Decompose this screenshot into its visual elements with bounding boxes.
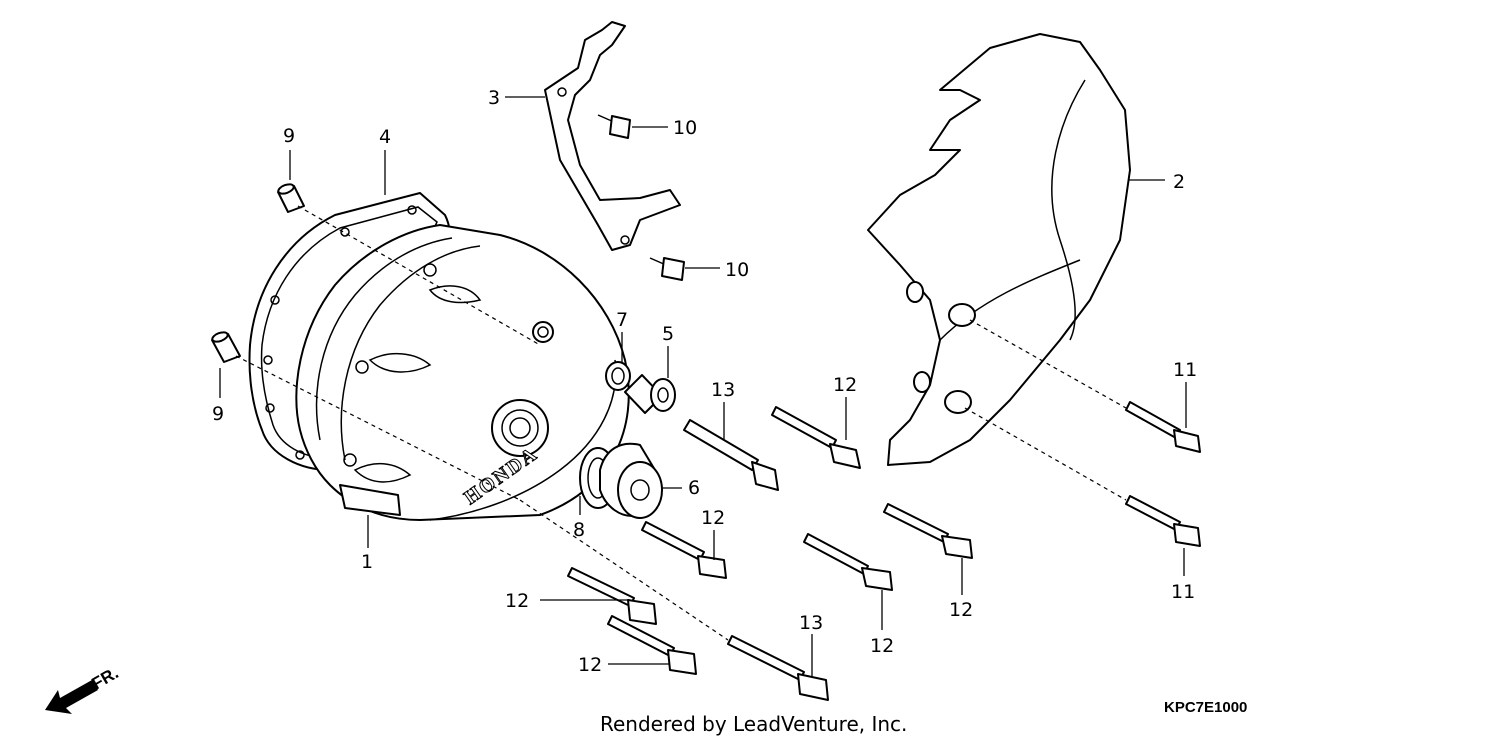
bolt-13-upper-part[interactable] <box>683 419 779 491</box>
callout-9-lower: 9 <box>212 403 224 425</box>
dowel-pin-lower-part[interactable] <box>211 331 241 363</box>
bolt-12-center-part[interactable] <box>803 533 893 591</box>
bolt-12-lower-left-part[interactable] <box>567 567 657 625</box>
bolt-12-row1-part[interactable] <box>771 406 861 469</box>
bolt-11-lower-part[interactable] <box>1125 495 1201 547</box>
callout-5: 5 <box>662 323 674 345</box>
bolt-12-mid-part[interactable] <box>641 521 727 579</box>
callout-10-lower: 10 <box>725 259 749 281</box>
front-direction-arrow: FR. <box>45 663 122 714</box>
plug-part[interactable] <box>624 374 676 414</box>
bracket-part[interactable] <box>544 21 681 251</box>
callout-10-upper: 10 <box>673 117 697 139</box>
callout-12-lower-left: 12 <box>505 590 529 612</box>
bolt-12-right-part[interactable] <box>883 503 973 559</box>
diagram-code: KPC7E1000 <box>1164 699 1247 716</box>
callout-6: 6 <box>688 477 700 499</box>
callout-11-upper: 11 <box>1173 359 1197 381</box>
cap-part[interactable] <box>599 442 663 519</box>
callout-2: 2 <box>1173 171 1185 193</box>
left-crankcase-cover-part[interactable]: HONDA <box>295 224 630 521</box>
callout-4: 4 <box>379 126 391 148</box>
dowel-pin-upper-part[interactable] <box>277 183 305 213</box>
callout-11-lower: 11 <box>1171 581 1195 603</box>
callout-13-upper: 13 <box>711 379 735 401</box>
callout-12-bottom: 12 <box>578 654 602 676</box>
callout-1: 1 <box>361 551 373 573</box>
callout-8: 8 <box>573 519 585 541</box>
callout-12-mid: 12 <box>701 507 725 529</box>
bolt-10-upper-part[interactable] <box>597 114 631 139</box>
bolt-11-upper-part[interactable] <box>1125 401 1201 453</box>
sprocket-cover-part[interactable] <box>867 33 1131 466</box>
callout-13-lower: 13 <box>799 612 823 634</box>
callout-9-upper: 9 <box>283 125 295 147</box>
footer-credit: Rendered by LeadVenture, Inc. <box>600 712 907 736</box>
callout-12-right: 12 <box>949 599 973 621</box>
bolt-12-bottom-part[interactable] <box>607 615 697 675</box>
bolt-13-lower-part[interactable] <box>727 635 829 701</box>
callout-12-row1: 12 <box>833 374 857 396</box>
washer-part[interactable] <box>605 361 631 391</box>
bolt-10-lower-part[interactable] <box>649 257 685 281</box>
callout-12-center: 12 <box>870 635 894 657</box>
callout-3: 3 <box>488 87 500 109</box>
leader-lines <box>219 96 1187 676</box>
callout-7: 7 <box>616 309 628 331</box>
alignment-lines <box>235 205 1127 641</box>
